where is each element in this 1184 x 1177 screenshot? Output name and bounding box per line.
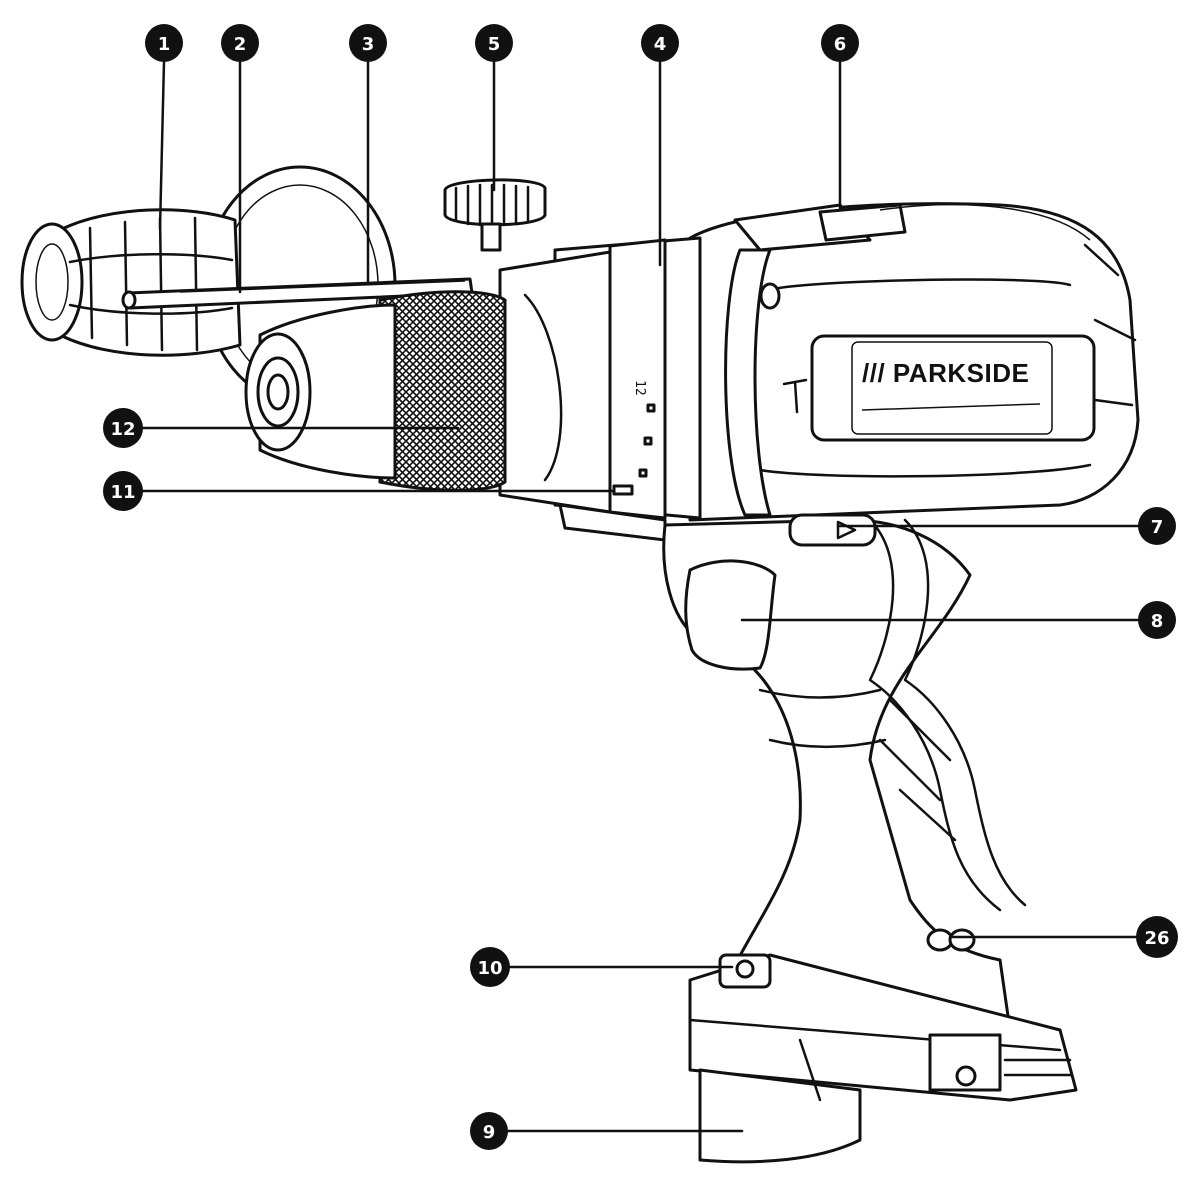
svg-text:5: 5 [488,34,501,55]
belt-clip-mount [926,928,976,952]
callout-4: 4 [641,24,679,62]
leader-lines [140,60,1142,1133]
svg-text:4: 4 [654,34,667,55]
keyless-chuck [244,290,507,492]
svg-text:8: 8 [1151,611,1164,632]
grip [662,513,1027,1032]
gear-selector-switch [818,203,907,242]
callout-3: 3 [349,24,387,62]
battery-slot [698,1068,862,1164]
callout-7: 7 [1138,507,1176,545]
callout-11: 11 [103,471,143,511]
battery-foot [688,953,1078,1164]
svg-text:26: 26 [1144,928,1169,949]
svg-text:3: 3 [362,34,375,55]
callout-26: 26 [1136,916,1178,958]
svg-text:7: 7 [1151,517,1164,538]
callout-2: 2 [221,24,259,62]
svg-text:6: 6 [834,34,847,55]
callout-8: 8 [1138,601,1176,639]
rotation-switch [788,513,877,547]
svg-text:11: 11 [110,482,135,503]
callout-6: 6 [821,24,859,62]
svg-text:10: 10 [477,958,502,979]
trigger-switch [684,559,777,671]
svg-text:1: 1 [158,34,171,55]
callout-1: 1 [145,24,183,62]
svg-text:2: 2 [234,34,247,55]
torque-scale-marking: 12 [632,380,647,396]
mode-selector [612,484,634,496]
svg-text:9: 9 [483,1122,496,1143]
callout-5: 5 [475,24,513,62]
hammer-icon [782,378,808,414]
svg-text:12: 12 [110,419,135,440]
callout-12: 12 [103,408,143,448]
callout-10: 10 [470,947,510,987]
callout-9: 9 [470,1112,508,1150]
depth-stop-knob [443,178,547,252]
torque-collar: 12 [498,236,702,542]
brand-plate: /// PARKSIDE [810,334,1096,442]
brand-logo: /// PARKSIDE [862,358,1029,388]
